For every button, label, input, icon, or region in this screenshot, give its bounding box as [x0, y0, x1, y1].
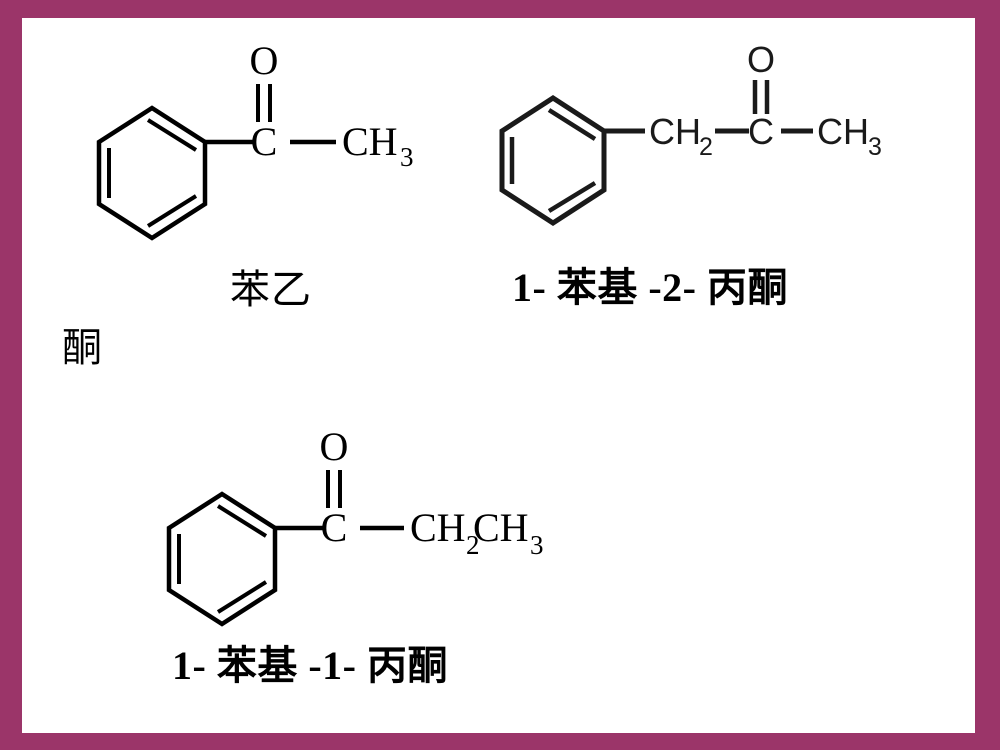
structure-phenylacetone: CH 2 O C CH 3 [477, 36, 882, 236]
atom-carbonyl-carbon-label: C [321, 505, 348, 550]
bond-carbonyl-double [256, 84, 272, 122]
atom-terminal-methyl-subscript: 3 [530, 530, 544, 560]
label-acetophenone-line2: 酮 [62, 325, 103, 370]
atom-methyl-label: CH [817, 111, 869, 152]
bond-carbonyl-double [752, 80, 770, 114]
label-propiophenone: 1- 苯基 -1- 丙酮 [172, 643, 448, 688]
ring-double-bond-lines [177, 504, 268, 614]
atom-methylene-label: CH [410, 505, 466, 550]
atom-carbonyl-carbon-label: C [748, 111, 774, 152]
acetophenone-diagram: O C CH 3 [96, 38, 414, 241]
label-phenylacetone: 1- 苯基 -2- 丙酮 [512, 265, 788, 310]
benzene-ring [499, 95, 607, 226]
atom-carbonyl-carbon-label: C [251, 119, 278, 164]
ring-double-bond-lines [107, 118, 198, 228]
benzene-ring [166, 491, 278, 627]
structure-propiophenone: O C CH 2 CH 3 [132, 423, 544, 627]
phenylacetone-diagram: CH 2 O C CH 3 [499, 39, 882, 226]
atom-methyl-subscript: 3 [400, 142, 414, 172]
atom-methylene-subscript: 2 [699, 133, 713, 161]
atom-oxygen-label: O [320, 424, 349, 469]
atom-oxygen-label: O [250, 38, 279, 83]
bond-carbonyl-double [326, 470, 342, 508]
ring-double-bond-lines [509, 108, 597, 213]
atom-terminal-methyl-label: CH [473, 505, 529, 550]
benzene-ring [96, 105, 208, 241]
label-acetophenone-line1: 苯乙 [230, 267, 312, 312]
atom-methylene-subscript: 2 [466, 530, 480, 560]
structure-acetophenone: O C CH 3 [52, 32, 432, 252]
atom-methyl-label: CH [342, 119, 398, 164]
propiophenone-diagram: O C CH 2 CH 3 [166, 424, 544, 627]
atom-oxygen-label: O [747, 39, 775, 80]
atom-methylene-label: CH [649, 111, 701, 152]
atom-methyl-subscript: 3 [868, 133, 882, 161]
slide-canvas: O C CH 3 [22, 18, 975, 733]
